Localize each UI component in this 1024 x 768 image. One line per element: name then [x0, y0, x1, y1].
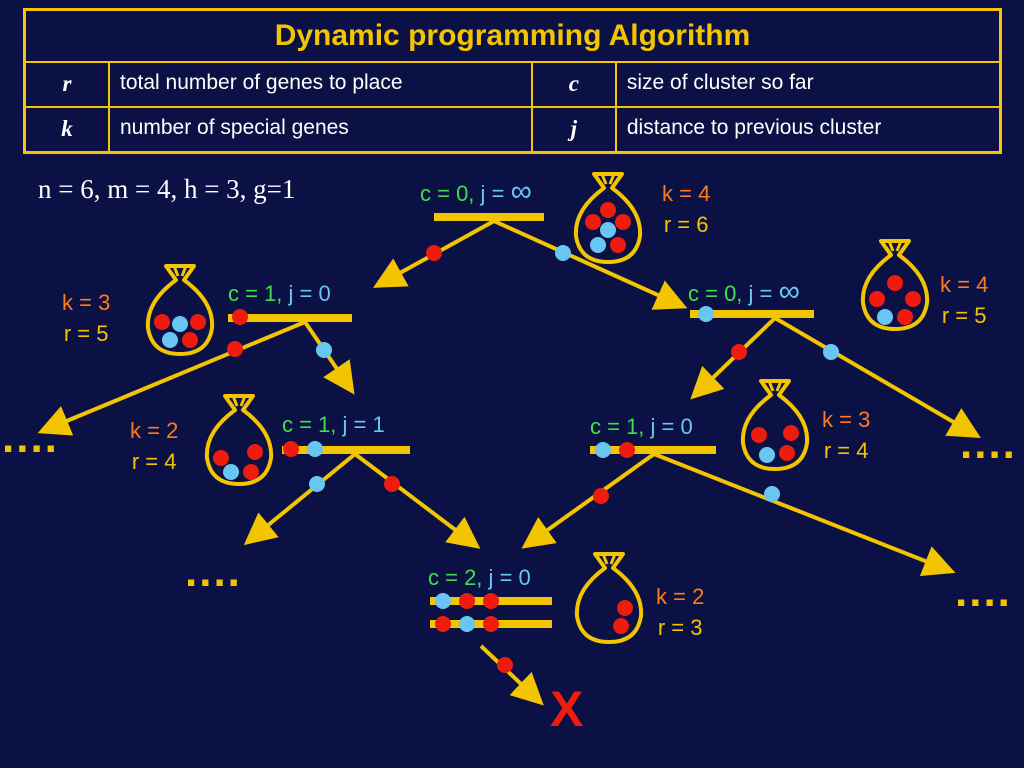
edge-bottom-end [479, 644, 544, 706]
bar-gene-special [619, 442, 635, 458]
problem-parameters: n = 6, m = 4, h = 3, g=1 [38, 174, 296, 204]
continuation-ellipsis: .... [960, 419, 1017, 468]
continuation-ellipsis: .... [955, 567, 1012, 616]
edge-gene-regular [823, 344, 839, 360]
bar-gene-regular [698, 306, 714, 322]
continuation-ellipsis: .... [2, 413, 59, 462]
edge-gene-regular [309, 476, 325, 492]
definition-k: number of special genes [108, 105, 533, 154]
edge-gene-special [497, 657, 513, 673]
edge-left-out [37, 320, 306, 436]
bar-gene-special [483, 593, 499, 609]
bar-gene-special [435, 616, 451, 632]
node-label-root: c = 0, j = ∞ [420, 175, 532, 208]
infeasible-x-mark: X [550, 681, 584, 737]
edge-lc-bottom [353, 452, 481, 549]
bar-gene-regular [459, 616, 475, 632]
bar-gene-special [483, 616, 499, 632]
edge-gene-regular [316, 342, 332, 358]
symbol-r: r [23, 61, 110, 108]
node-label-right-child: c = 1, j = 0 [590, 414, 693, 439]
definition-j: distance to previous cluster [614, 105, 1002, 154]
bar-gene-special [459, 593, 475, 609]
edge-right-out [773, 316, 981, 439]
continuation-ellipsis: .... [185, 547, 242, 596]
gene-bag-2 [145, 264, 215, 356]
node-label-left-child: c = 1, j = 1 [282, 412, 385, 437]
edge-gene-regular [555, 245, 571, 261]
edge-gene-special [593, 488, 609, 504]
definitions-table: Dynamic programming Algorithm r total nu… [23, 8, 1002, 154]
gene-bag-5 [740, 379, 810, 471]
symbol-c: c [530, 61, 617, 108]
gene-bag-4 [204, 394, 274, 486]
symbol-j: j [530, 105, 617, 154]
bar-gene-regular [435, 593, 451, 609]
edge-lc-out [243, 452, 357, 546]
gene-bag-1 [573, 172, 643, 264]
edge-gene-special [731, 344, 747, 360]
bar-gene-special [283, 441, 299, 457]
edge-rc-bottom [521, 452, 656, 549]
symbol-k: k [23, 105, 110, 154]
definition-r: total number of genes to place [108, 61, 533, 108]
edge-gene-special [426, 245, 442, 261]
bar-gene-special [232, 309, 248, 325]
bar-gene-regular [307, 441, 323, 457]
edge-gene-regular [764, 486, 780, 502]
edge-root-right [493, 219, 688, 310]
edge-gene-special [227, 341, 243, 357]
edge-rc-out [653, 452, 956, 577]
bar-gene-regular [595, 442, 611, 458]
node-label-right: c = 0, j = ∞ [688, 275, 800, 308]
gene-bag-3 [860, 239, 930, 331]
edge-gene-special [384, 476, 400, 492]
table-title: Dynamic programming Algorithm [23, 8, 1002, 63]
node-label-left: c = 1, j = 0 [228, 281, 331, 306]
node-label-bottom: c = 2, j = 0 [428, 565, 531, 590]
definition-c: size of cluster so far [614, 61, 1002, 108]
gene-bag-6 [574, 552, 644, 644]
